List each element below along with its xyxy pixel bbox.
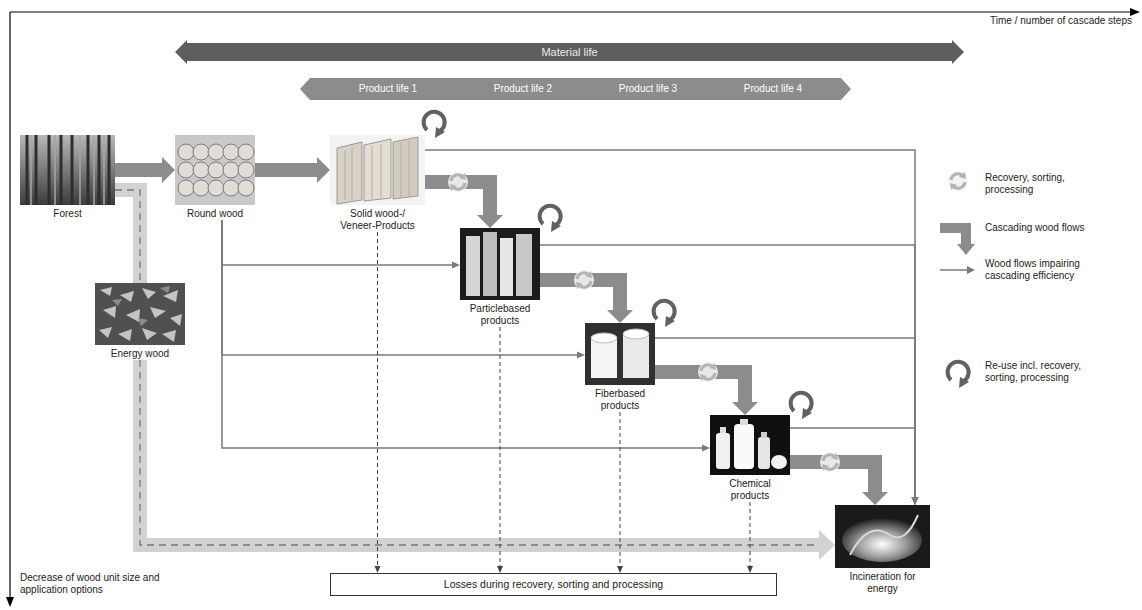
image-caption: Chemical products <box>719 478 781 502</box>
image-caption: Particlebased products <box>464 303 536 327</box>
fiber-rolls-picture <box>585 323 655 385</box>
product-life-band: Product life 4 <box>695 78 851 100</box>
loss-flow-arrow <box>497 327 503 573</box>
axis-label: Time / number of cascade steps <box>872 15 1132 27</box>
material-life-band: Material life <box>175 40 964 64</box>
chemical-products-picture <box>710 415 790 475</box>
image-caption: Energy wood <box>95 348 185 360</box>
image-caption: Solid wood-/ Veneer-Products <box>333 208 423 232</box>
energy-wood-node: Energy wood <box>95 283 185 360</box>
legend-text: Wood flows impairing cascading efficienc… <box>985 258 1105 282</box>
impairing-flow-arrow <box>222 220 710 452</box>
band-label: Product life 4 <box>695 78 851 100</box>
impairing-flow-arrow <box>790 428 919 505</box>
legend-symbols <box>940 171 975 388</box>
loss-flow-arrow <box>617 412 623 573</box>
loss-flow-arrow <box>747 502 753 573</box>
product-node: Fiberbased products <box>585 323 655 412</box>
product-node: Solid wood-/ Veneer-Products <box>330 135 425 232</box>
image-frame <box>710 415 790 475</box>
legend-text: Recovery, sorting, processing <box>985 172 1085 196</box>
forest-node: Forest <box>20 135 115 220</box>
image-frame <box>20 135 115 205</box>
energy-wood-flow <box>140 360 835 560</box>
incineration-picture <box>835 505 930 568</box>
image-caption: Round wood <box>175 208 255 220</box>
energy-wood-flow <box>115 190 140 283</box>
energy-wood-picture <box>95 283 185 345</box>
image-caption: Fiberbased products <box>589 388 651 412</box>
legend-text: Cascading wood flows <box>985 222 1085 234</box>
product-node: Particlebased products <box>460 228 540 327</box>
image-frame <box>585 323 655 385</box>
impairing-flow-arrow <box>655 338 919 505</box>
particle-board-picture <box>460 228 540 300</box>
round-wood-picture <box>175 135 255 205</box>
image-frame <box>835 505 930 568</box>
image-caption: Incineration for energy <box>840 571 926 595</box>
image-frame <box>175 135 255 205</box>
impairing-flow-arrow <box>222 220 585 359</box>
impairing-flow-arrow <box>425 150 919 505</box>
recovery-icons <box>448 172 840 472</box>
impairing-flow-arrow <box>540 245 919 505</box>
cascading-flow-arrow <box>255 157 330 183</box>
incineration-node: Incineration for energy <box>835 505 930 595</box>
image-caption: Forest <box>20 208 115 220</box>
loss-flow-arrow <box>375 232 381 573</box>
reuse-loops <box>424 112 812 419</box>
product-node: Chemical products <box>710 415 790 502</box>
band-label: Material life <box>175 40 964 64</box>
losses-box: Losses during recovery, sorting and proc… <box>330 573 777 596</box>
cascading-flow-arrow <box>790 462 888 505</box>
round-wood-node: Round wood <box>175 135 255 220</box>
image-frame <box>330 135 425 205</box>
axes <box>6 8 1140 607</box>
box-text: Losses during recovery, sorting and proc… <box>331 574 776 595</box>
axis-label: Decrease of wood unit size and applicati… <box>20 572 188 596</box>
forest-picture <box>20 135 115 205</box>
solid-wood-picture <box>330 135 425 205</box>
image-frame <box>95 283 185 345</box>
legend-text: Re-use incl. recovery, sorting, processi… <box>985 360 1103 384</box>
cascading-flow-arrow <box>115 157 175 183</box>
image-frame <box>460 228 540 300</box>
